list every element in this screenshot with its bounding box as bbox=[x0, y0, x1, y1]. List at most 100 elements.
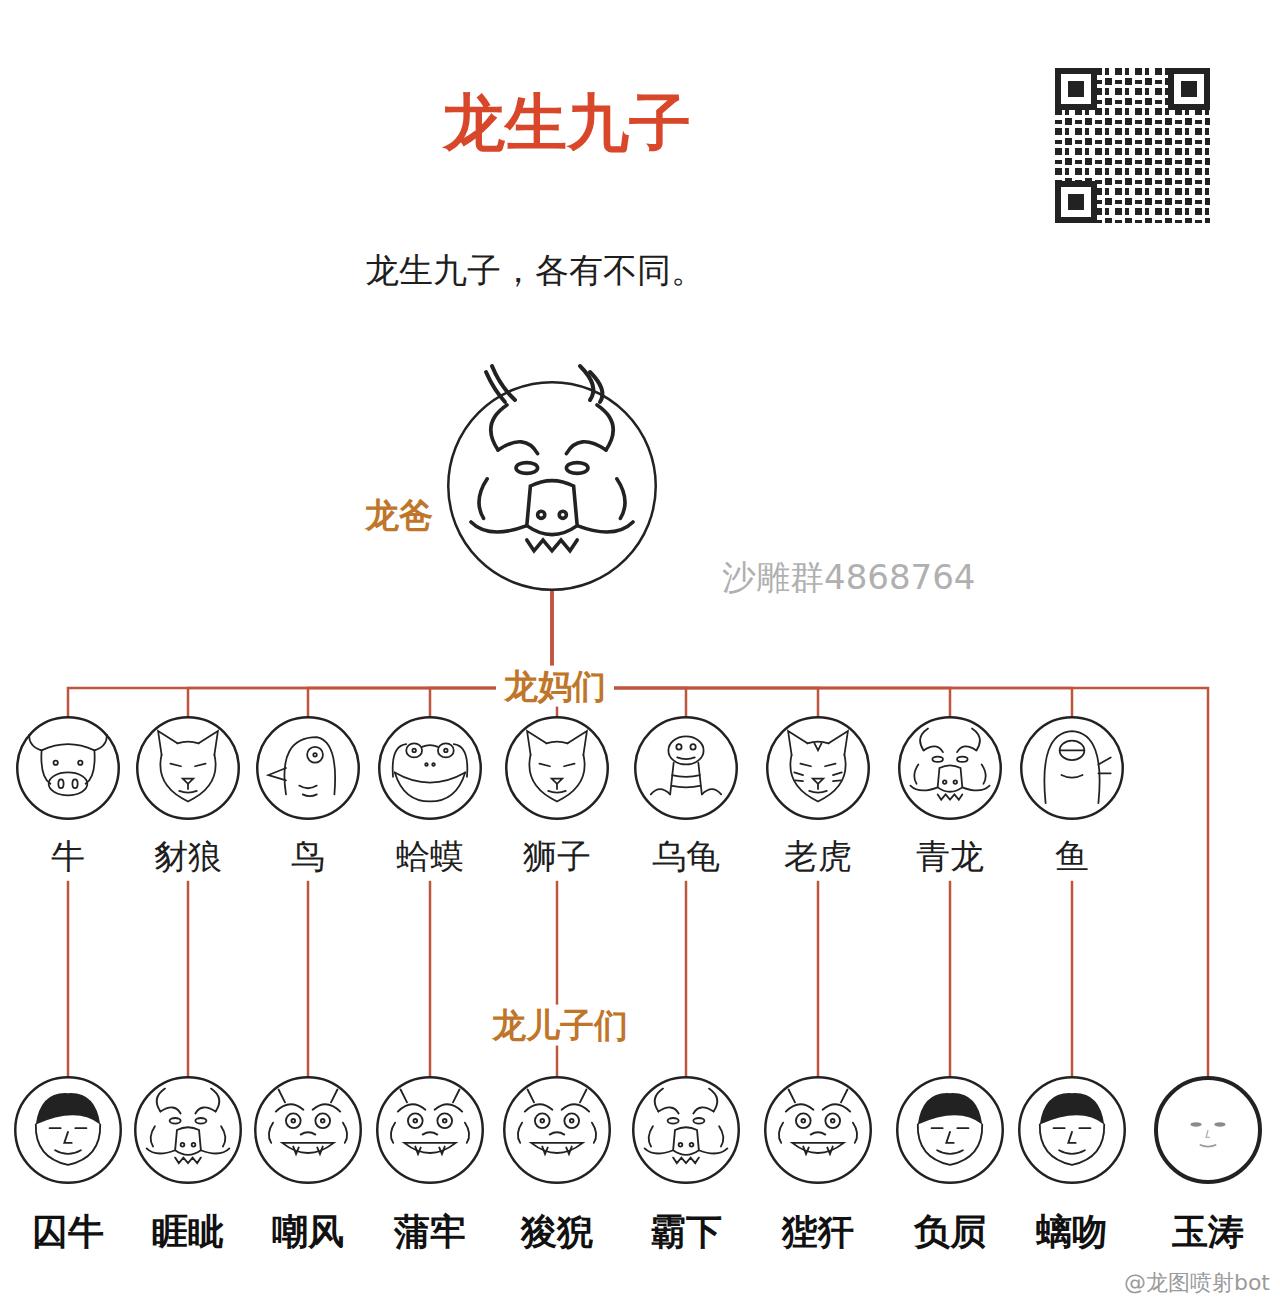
circle-outline bbox=[16, 716, 120, 820]
tiger-face bbox=[788, 731, 848, 801]
father-circle: 龙爸 bbox=[365, 381, 657, 591]
son-face bbox=[779, 1090, 857, 1154]
node-label: 老虎 bbox=[784, 836, 852, 877]
mother-circle: 鱼 bbox=[1020, 716, 1124, 881]
node-label: 蒲牢 bbox=[394, 1210, 466, 1253]
circle-outline bbox=[17, 717, 119, 819]
circle-outline bbox=[899, 717, 1001, 819]
mother-circle: 蛤蟆 bbox=[378, 716, 482, 881]
mother-circle: 豺狼 bbox=[136, 716, 240, 881]
son-face bbox=[918, 1093, 982, 1165]
son-circle: 狻猊 bbox=[503, 1076, 611, 1257]
circle-outline bbox=[633, 1077, 739, 1183]
label-holder: 沙雕群4868764 bbox=[722, 557, 975, 598]
node-label: 玉涛 bbox=[1172, 1210, 1244, 1253]
mother-circle: 乌龟 bbox=[634, 716, 738, 881]
meme-face bbox=[1191, 1122, 1226, 1146]
circle-outline bbox=[448, 382, 656, 590]
tree-connector bbox=[949, 881, 952, 1076]
circle-outline bbox=[766, 716, 870, 820]
son-circle: 睚眦 bbox=[134, 1076, 242, 1257]
node-label: 豺狼 bbox=[154, 836, 222, 877]
tree-connector bbox=[429, 881, 432, 1076]
circle-outline bbox=[447, 381, 657, 591]
title-holder: 龙生九子 bbox=[443, 86, 691, 160]
node-label: 睚眦 bbox=[152, 1210, 224, 1253]
circle-outline bbox=[376, 1076, 484, 1184]
toad-face bbox=[393, 743, 468, 801]
mother-circle: 鸟 bbox=[256, 716, 360, 881]
circle-outline bbox=[255, 1077, 361, 1183]
son-circle: 玉涛 bbox=[1154, 1076, 1262, 1257]
tree-connector bbox=[552, 591, 1208, 1076]
node-label: 蛤蟆 bbox=[396, 836, 464, 877]
circle-outline bbox=[378, 716, 482, 820]
turtle-face bbox=[651, 736, 721, 794]
circle-outline bbox=[256, 716, 360, 820]
tree-connector bbox=[552, 591, 1072, 716]
tree-connector bbox=[67, 881, 70, 1076]
tree-connector bbox=[685, 881, 688, 1076]
circle-outline bbox=[504, 1077, 610, 1183]
node-label: 霸下 bbox=[650, 1210, 722, 1253]
son-face bbox=[269, 1090, 347, 1154]
son-circle: 螭吻 bbox=[1018, 1076, 1126, 1257]
circle-outline bbox=[632, 1076, 740, 1184]
mother-circle: 老虎 bbox=[766, 716, 870, 881]
tree-connector bbox=[817, 881, 820, 1076]
circle-outline bbox=[136, 716, 240, 820]
son-circle: 嘲风 bbox=[254, 1076, 362, 1257]
lion-face bbox=[527, 731, 587, 801]
son-face bbox=[391, 1090, 469, 1154]
dragon-face bbox=[471, 405, 633, 551]
parent-label: 龙爸 bbox=[365, 495, 433, 536]
fish-face bbox=[1044, 731, 1110, 803]
tree-connector bbox=[68, 591, 552, 716]
node-label: 牛 bbox=[51, 836, 85, 877]
circle-outline bbox=[896, 1076, 1004, 1184]
circle-outline bbox=[15, 1077, 121, 1183]
title: 龙生九子 bbox=[443, 86, 691, 160]
son-face bbox=[645, 1089, 728, 1164]
circle-outline bbox=[764, 1076, 872, 1184]
circle-outline bbox=[135, 1077, 241, 1183]
qr-code bbox=[1055, 68, 1210, 223]
son-circle: 囚牛 bbox=[14, 1076, 122, 1257]
node-label: 鸟 bbox=[291, 836, 325, 877]
label-holder: 龙生九子，各有不同。 bbox=[365, 250, 705, 291]
circle-outline bbox=[1019, 1077, 1125, 1183]
node-label: 螭吻 bbox=[1036, 1210, 1108, 1253]
son-circle: 霸下 bbox=[632, 1076, 740, 1257]
dragon-face bbox=[910, 728, 989, 799]
circle-outline bbox=[1021, 717, 1123, 819]
circle-outline bbox=[635, 717, 737, 819]
node-label: 狮子 bbox=[523, 836, 591, 877]
node-label: 狻猊 bbox=[521, 1210, 593, 1253]
mother-circle: 青龙 bbox=[898, 716, 1002, 881]
circle-outline bbox=[505, 716, 609, 820]
ox-face bbox=[29, 735, 107, 796]
circle-outline bbox=[137, 717, 239, 819]
circle-outline bbox=[379, 717, 481, 819]
circle-outline bbox=[897, 1077, 1003, 1183]
son-face bbox=[518, 1090, 596, 1154]
circle-outline bbox=[898, 716, 1002, 820]
circle-outline bbox=[1020, 716, 1124, 820]
watermark: 沙雕群4868764 bbox=[722, 557, 975, 598]
circle-outline bbox=[1018, 1076, 1126, 1184]
label-holder: 龙儿子们 bbox=[484, 1005, 636, 1046]
subtitle: 龙生九子，各有不同。 bbox=[365, 250, 705, 291]
wolf-face bbox=[158, 731, 218, 801]
node-label: 负屃 bbox=[914, 1210, 986, 1253]
group-label: 龙妈们 bbox=[496, 666, 614, 707]
node-label: 乌龟 bbox=[652, 836, 720, 877]
tree-connector bbox=[556, 881, 559, 1076]
dragon-horns bbox=[486, 366, 602, 402]
son-circle: 负屃 bbox=[896, 1076, 1004, 1257]
tree-connector bbox=[187, 881, 190, 1076]
node-label: 鱼 bbox=[1055, 836, 1089, 877]
